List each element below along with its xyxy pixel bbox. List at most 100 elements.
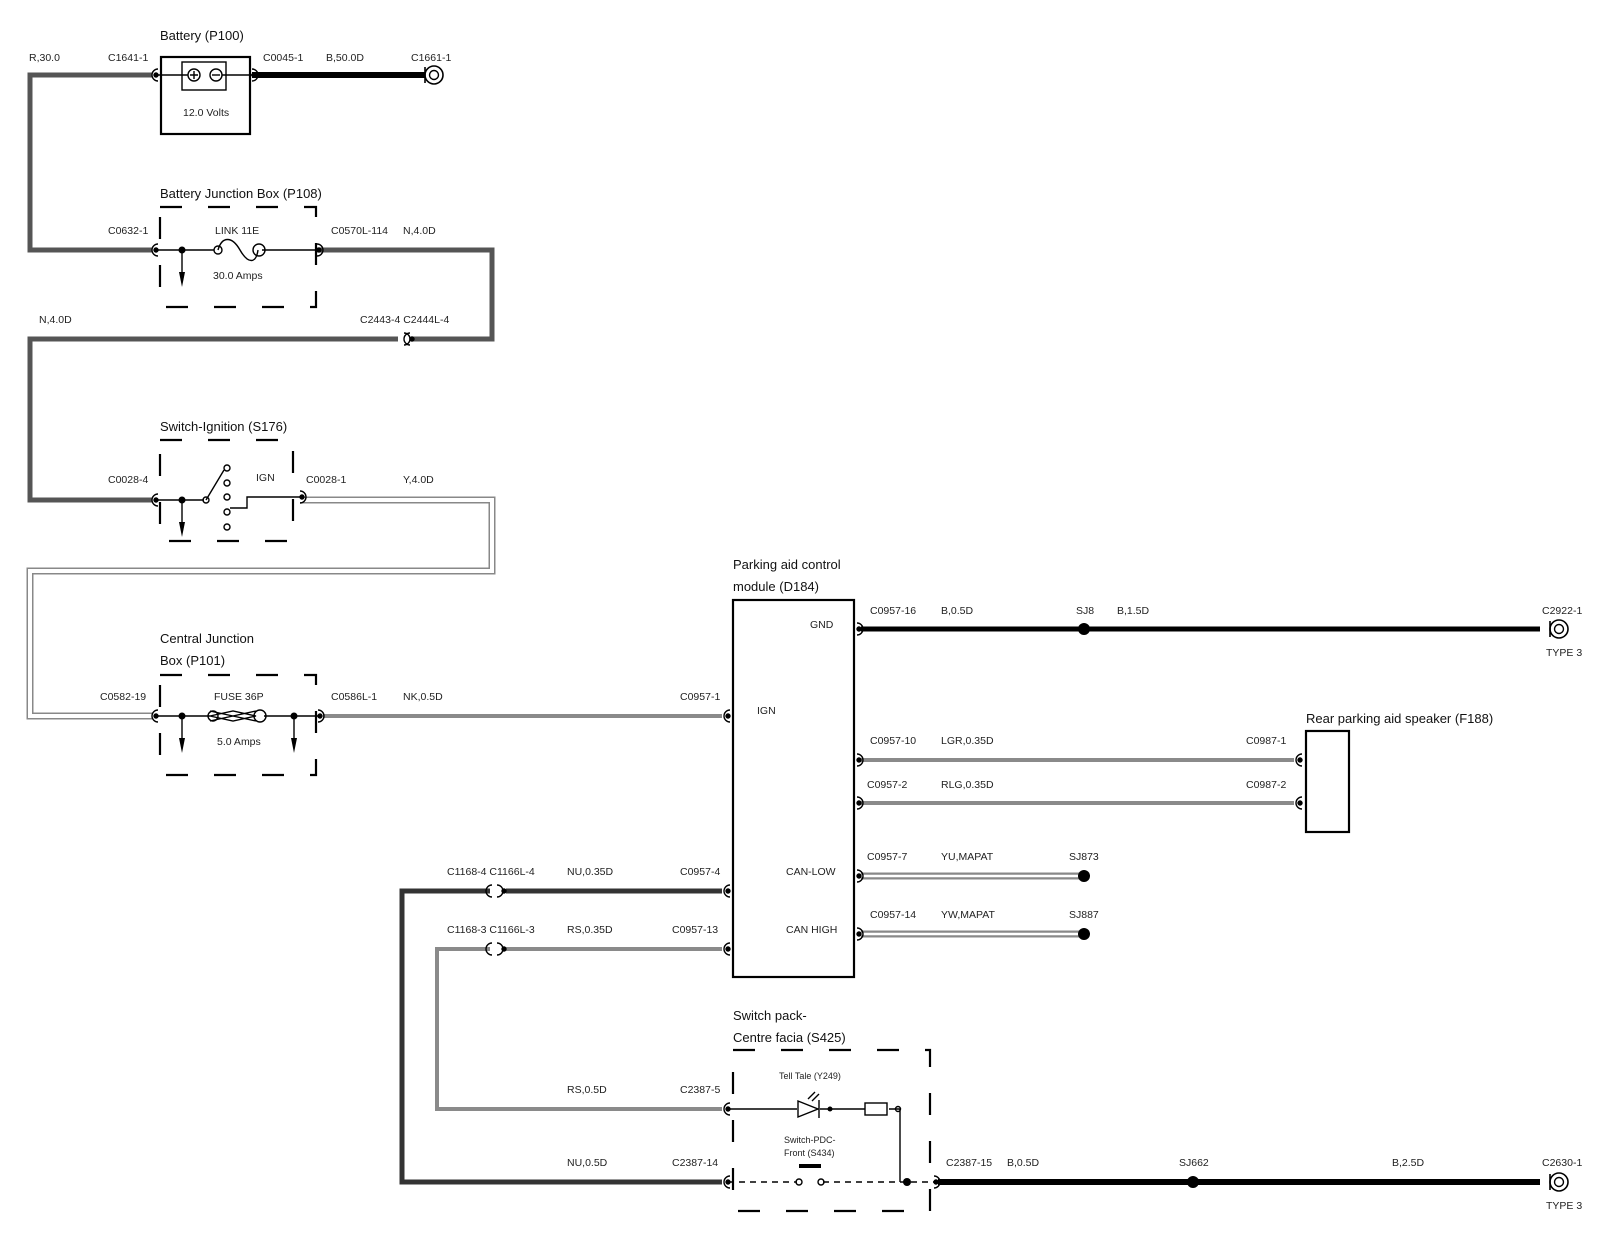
- cjb-amps-label: 5.0 Amps: [217, 736, 261, 748]
- module-gnd-label: GND: [810, 619, 834, 631]
- connector-c0957-16: [856, 622, 864, 636]
- battery-volts: 12.0 Volts: [183, 107, 229, 119]
- ground-eyelet-c1661-icon: [424, 65, 444, 85]
- label-c1168-4: C1168-4 C1166L-4: [447, 866, 535, 878]
- connector-c2387-14: [723, 1175, 731, 1189]
- label-c1168-3: C1168-3 C1166L-3: [447, 924, 535, 936]
- connector-c2387-5: [723, 1102, 731, 1116]
- label-c0957-10: C0957-10: [870, 735, 916, 747]
- cjb-title-1: Central Junction: [160, 631, 254, 646]
- label-c0028-1: C0028-1: [306, 474, 346, 486]
- switch-contact-1: [223, 464, 231, 472]
- connectors: [151, 68, 1303, 1189]
- switch-contact-2: [223, 479, 231, 487]
- label-c0570: C0570L-114: [331, 225, 388, 237]
- ignition-ign-label: IGN: [256, 472, 275, 484]
- tell-tale-leads: [728, 1108, 901, 1182]
- ignition-switch: Switch-Ignition (S176) IGN: [158, 419, 300, 543]
- battery: Battery (P100) 12.0 Volts: [158, 28, 252, 136]
- ground-eyelet-c2630-icon: [1549, 1172, 1569, 1192]
- resistor-icon: [864, 1102, 888, 1116]
- connector-c0586: [317, 709, 325, 723]
- pdc-switch-label-2: Front (S434): [784, 1148, 835, 1158]
- switch-contact-3: [223, 493, 231, 501]
- connector-c0582: [151, 709, 159, 723]
- plus-icon: [190, 71, 198, 79]
- wire-n40-b: [27, 336, 398, 503]
- ground-eyelet-c2922-icon: [1549, 619, 1569, 639]
- bjb-amps-label: 30.0 Amps: [213, 270, 263, 282]
- splice-sj873: [1078, 870, 1090, 882]
- label-type3a: TYPE 3: [1546, 647, 1582, 659]
- label-c2630: C2630-1: [1542, 1157, 1582, 1169]
- label-c0028-4: C0028-4: [108, 474, 148, 486]
- connector-c0045: [251, 68, 259, 82]
- label-r30: R,30.0: [29, 52, 60, 64]
- label-c2387-14: C2387-14: [672, 1157, 718, 1169]
- label-lgr: LGR,0.35D: [941, 735, 994, 747]
- connector-c0957-4: [723, 884, 731, 898]
- bjb-link-label: LINK 11E: [215, 225, 259, 237]
- ignition-outline: [158, 438, 295, 543]
- label-b05a: B,0.5D: [941, 605, 974, 617]
- connector-c0957-13: [723, 942, 731, 956]
- label-c0586: C0586L-1: [331, 691, 377, 703]
- label-b15: B,1.5D: [1117, 605, 1150, 617]
- label-c2443: C2443-4 C2444L-4: [360, 314, 449, 326]
- fuse-end-right: [253, 709, 267, 723]
- label-sj662: SJ662: [1179, 1157, 1209, 1169]
- connector-c0957-14: [856, 927, 864, 941]
- connector-c0957-1: [723, 709, 731, 723]
- wire-y40-outer: [26, 496, 496, 720]
- label-c0632: C0632-1: [108, 225, 148, 237]
- label-rs035: RS,0.35D: [567, 924, 613, 936]
- label-c0582: C0582-19: [100, 691, 146, 703]
- label-c0957-1: C0957-1: [680, 691, 720, 703]
- label-c1661: C1661-1: [411, 52, 451, 64]
- cjb-outline: [158, 673, 318, 777]
- switchpack-title-2: Centre facia (S425): [733, 1030, 846, 1045]
- wire-y40-inner: [28, 498, 494, 718]
- label-c0957-7: C0957-7: [867, 851, 907, 863]
- label-y40: Y,4.0D: [403, 474, 434, 486]
- label-yw: YW,MAPAT: [941, 909, 995, 921]
- connector-c0028-4: [151, 493, 159, 507]
- module-title-2: module (D184): [733, 579, 819, 594]
- link-end-left: [213, 245, 223, 255]
- label-n40a: N,4.0D: [403, 225, 436, 237]
- switch-contact-4: [223, 508, 231, 516]
- connector-c0957-7: [856, 869, 864, 883]
- bjb-title: Battery Junction Box (P108): [160, 186, 322, 201]
- splice-sj8: [1078, 623, 1090, 635]
- label-c2387-5: C2387-5: [680, 1084, 720, 1096]
- splice-sj662: [1187, 1176, 1199, 1188]
- battery-junction-box: Battery Junction Box (P108) LINK 11E 30.…: [158, 186, 322, 309]
- label-c0045: C0045-1: [263, 52, 303, 64]
- label-yu: YU,MAPAT: [941, 851, 994, 863]
- push-switch-actuator: [799, 1164, 821, 1168]
- label-sj873: SJ873: [1069, 851, 1099, 863]
- rear-speaker: Rear parking aid speaker (F188): [1304, 711, 1493, 834]
- switchpack-title-1: Switch pack-: [733, 1008, 807, 1023]
- speaker-box: [1304, 729, 1351, 834]
- label-n40b: N,4.0D: [39, 314, 72, 326]
- connector-c2443: [403, 332, 411, 346]
- tell-tale-label: Tell Tale (Y249): [779, 1071, 841, 1081]
- connector-c0957-2: [856, 796, 864, 810]
- label-c0987-2: C0987-2: [1246, 779, 1286, 791]
- switch-contact-5: [223, 523, 231, 531]
- label-type3b: TYPE 3: [1546, 1200, 1582, 1212]
- cjb-title-2: Box (P101): [160, 653, 225, 668]
- speaker-title: Rear parking aid speaker (F188): [1306, 711, 1493, 726]
- light-rays-icon: [807, 1091, 820, 1102]
- label-nu035: NU,0.35D: [567, 866, 614, 878]
- label-c0957-13: C0957-13: [672, 924, 718, 936]
- connector-c0957-10: [856, 753, 864, 767]
- module-canlow-label: CAN-LOW: [786, 866, 836, 878]
- splices-grounds: [424, 65, 1569, 1192]
- resistor-end: [894, 1105, 902, 1113]
- module-box: [731, 598, 856, 979]
- battery-box: [159, 55, 252, 136]
- connector-c0570: [316, 243, 324, 257]
